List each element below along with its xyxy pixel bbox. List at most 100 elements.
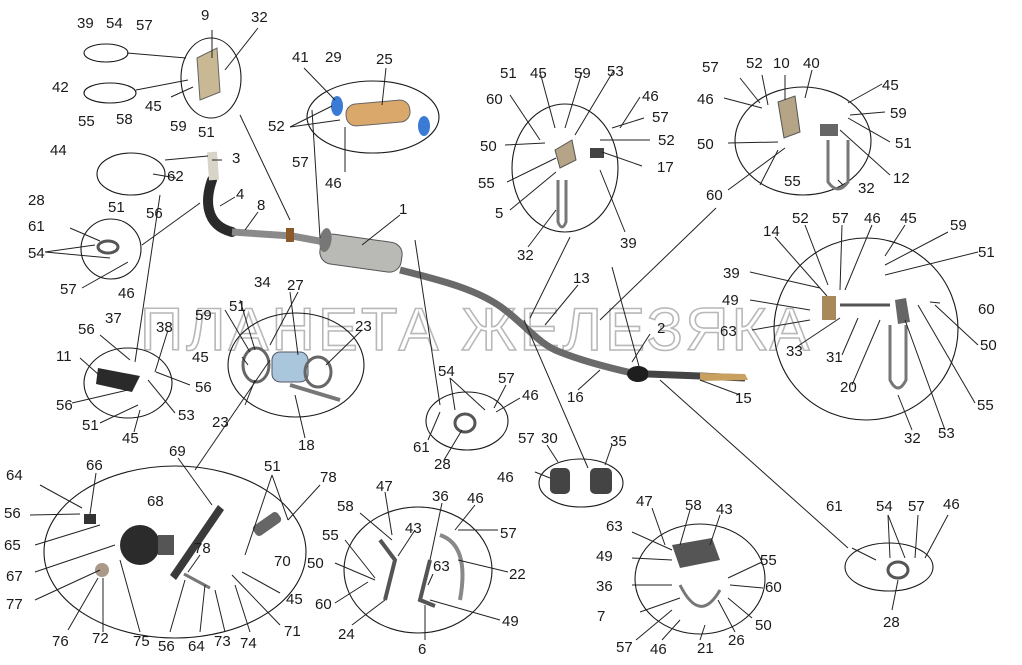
detail-oval-30 bbox=[538, 458, 624, 508]
clamp-29 bbox=[331, 96, 343, 116]
callout-label: 4 bbox=[236, 186, 244, 203]
detail-oval-27 bbox=[227, 312, 365, 418]
callout-label: 42 bbox=[52, 79, 69, 96]
bracket-53 bbox=[895, 298, 910, 324]
callout-label: 56 bbox=[4, 505, 21, 522]
callout-label: 1 bbox=[399, 201, 407, 218]
main-exhaust-assembly bbox=[203, 151, 748, 382]
callout-label: 60 bbox=[978, 301, 995, 318]
callout-label: 56 bbox=[158, 638, 175, 655]
callout-label: 64 bbox=[6, 467, 23, 484]
callout-label: 49 bbox=[596, 548, 613, 565]
callout-label: 34 bbox=[254, 274, 271, 291]
callout-label: 75 bbox=[133, 633, 150, 650]
callout-label: 55 bbox=[977, 397, 994, 414]
callout-label: 32 bbox=[858, 180, 875, 197]
pipe-18 bbox=[289, 383, 341, 402]
detail-oval-9 bbox=[180, 37, 242, 119]
callout-label: 31 bbox=[826, 349, 843, 366]
leader-lines bbox=[29, 27, 979, 641]
callout-label: 35 bbox=[610, 433, 627, 450]
clip-66 bbox=[84, 514, 96, 524]
callout-label: 51 bbox=[895, 135, 912, 152]
ring-23b bbox=[303, 355, 333, 389]
watermark: ПЛАНЕТА ЖЕЛЕЗЯКА bbox=[140, 296, 813, 363]
callout-label: 51 bbox=[229, 298, 246, 315]
callout-label: 39 bbox=[620, 235, 637, 252]
callout-label: 45 bbox=[122, 430, 139, 447]
callout-label: 11 bbox=[56, 348, 72, 365]
callout-label: 50 bbox=[697, 136, 714, 153]
callout-label: 56 bbox=[56, 397, 73, 414]
callout-label: 47 bbox=[376, 478, 393, 495]
callout-label: 61 bbox=[826, 498, 843, 515]
callout-label: 52 bbox=[268, 118, 285, 135]
callout-label: 54 bbox=[876, 498, 893, 515]
strap-21 bbox=[678, 584, 722, 608]
callout-label: 57 bbox=[498, 370, 515, 387]
callout-label: 41 bbox=[292, 49, 309, 66]
callout-label: 14 bbox=[763, 223, 780, 240]
adapter-27 bbox=[271, 351, 309, 383]
bracket-14 bbox=[822, 296, 836, 320]
callout-label: 46 bbox=[650, 641, 667, 658]
callout-label: 43 bbox=[405, 520, 422, 537]
callout-label: 60 bbox=[765, 579, 782, 596]
callout-label: 57 bbox=[60, 281, 77, 298]
actuator-68 bbox=[120, 525, 160, 565]
callout-label: 17 bbox=[657, 159, 674, 176]
tail-pipe bbox=[399, 266, 633, 377]
u-bolt-32 bbox=[556, 180, 568, 229]
callout-label: 25 bbox=[376, 51, 393, 68]
callout-label: 59 bbox=[950, 217, 967, 234]
detail-oval-22 bbox=[343, 506, 493, 634]
callout-label: 12 bbox=[893, 170, 910, 187]
callout-label: 46 bbox=[864, 210, 881, 227]
ring-28b bbox=[453, 412, 477, 434]
callout-label: 16 bbox=[567, 389, 584, 406]
callout-label: 45 bbox=[145, 98, 162, 115]
intake-pipe bbox=[231, 228, 331, 247]
callout-label: 39 bbox=[723, 265, 740, 282]
bracket-24 bbox=[378, 538, 398, 601]
callout-label: 3 bbox=[232, 150, 240, 167]
callout-label: 6 bbox=[418, 641, 426, 658]
callout-label: 46 bbox=[467, 490, 484, 507]
bracket-6 bbox=[417, 559, 436, 608]
washer-72 bbox=[95, 563, 109, 577]
callout-label: 10 bbox=[773, 55, 790, 72]
callout-label: 63 bbox=[433, 558, 450, 575]
callout-label: 50 bbox=[980, 337, 997, 354]
callout-label: 59 bbox=[574, 65, 591, 82]
callout-label: 8 bbox=[257, 197, 265, 214]
callout-label: 59 bbox=[195, 307, 212, 324]
detail-oval-28 bbox=[80, 218, 142, 280]
rod-73 bbox=[183, 572, 211, 590]
callout-label: 66 bbox=[86, 457, 103, 474]
callout-label: 18 bbox=[298, 437, 315, 454]
callout-label: 45 bbox=[900, 210, 917, 227]
callout-label: 69 bbox=[169, 443, 186, 460]
callout-label: 38 bbox=[156, 319, 173, 336]
callout-label: 51 bbox=[108, 199, 125, 216]
exhaust-elbow bbox=[207, 151, 219, 181]
callout-label: 54 bbox=[438, 363, 455, 380]
callout-label: 27 bbox=[287, 277, 304, 294]
callout-label: 55 bbox=[784, 173, 801, 190]
callout-label: 32 bbox=[251, 9, 268, 26]
callout-label: 44 bbox=[50, 142, 67, 159]
callout-label: 60 bbox=[486, 91, 503, 108]
callout-label: 40 bbox=[803, 55, 820, 72]
spring-70 bbox=[252, 512, 282, 536]
callout-label: 23 bbox=[212, 414, 229, 431]
callout-label: 47 bbox=[636, 493, 653, 510]
rear-coupling bbox=[627, 366, 649, 382]
detail-oval-28b bbox=[425, 391, 509, 451]
ring-28c bbox=[886, 560, 910, 580]
bracket-10 bbox=[777, 95, 801, 139]
callout-label: 57 bbox=[652, 109, 669, 126]
bracket-22 bbox=[439, 533, 465, 601]
callout-label: 73 bbox=[214, 633, 231, 650]
callout-label: 45 bbox=[530, 65, 547, 82]
callout-label: 43 bbox=[716, 501, 733, 518]
